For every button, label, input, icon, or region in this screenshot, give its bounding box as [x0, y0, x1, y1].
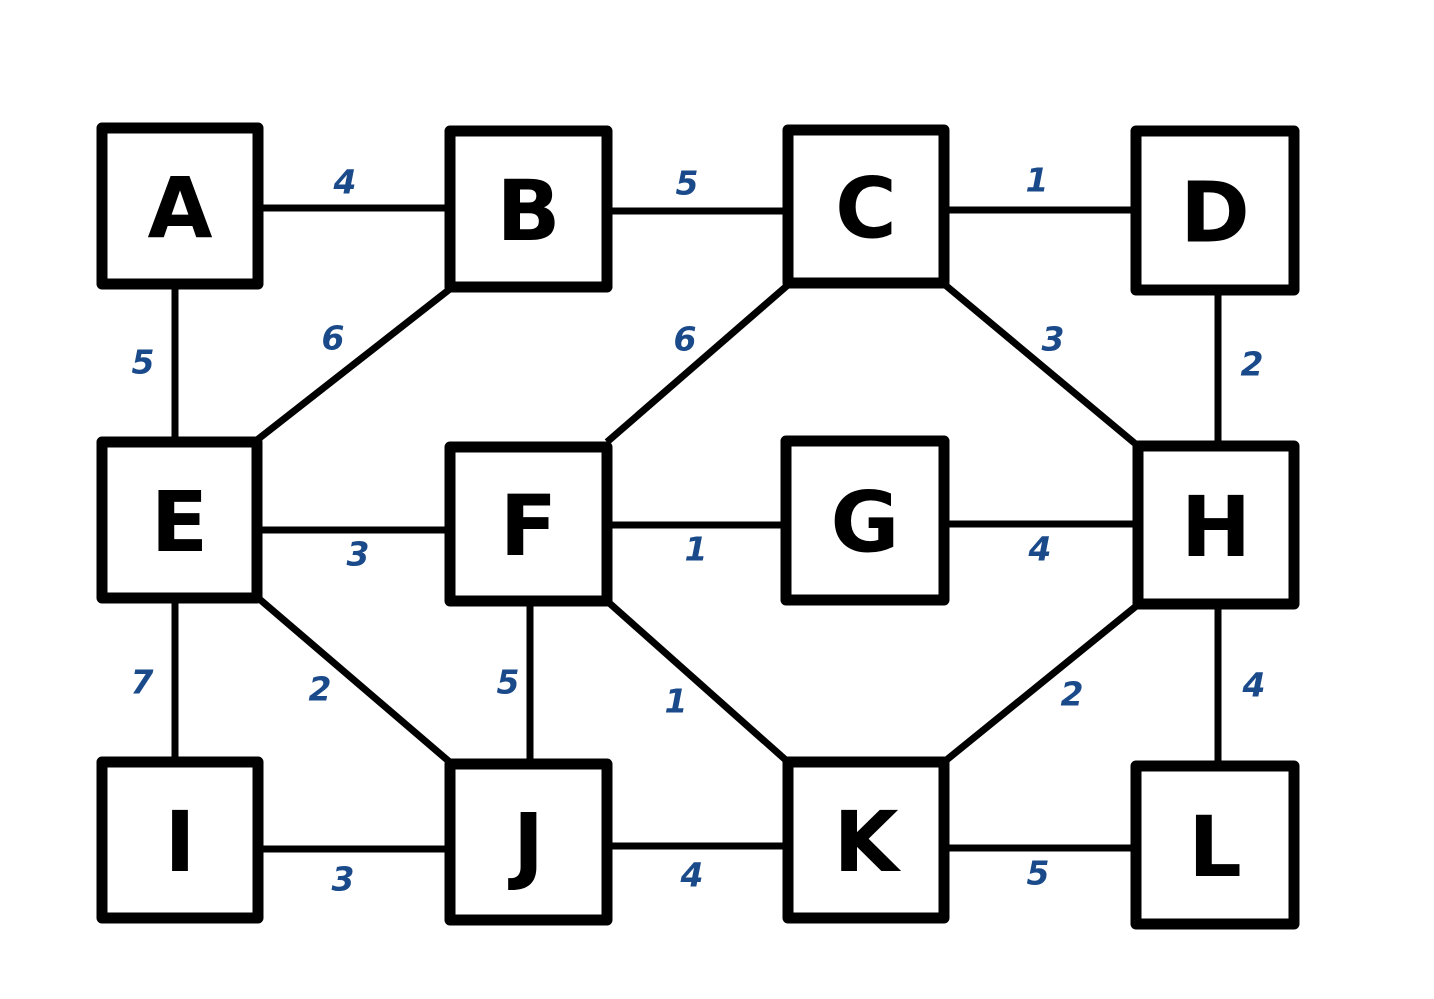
edge-weight-f-j: 5	[497, 663, 520, 702]
node-box-e	[96, 436, 263, 604]
node-label-d: D	[1180, 164, 1250, 262]
node-e: E	[96, 436, 263, 604]
node-label-l: L	[1188, 798, 1242, 896]
node-box-d	[1130, 125, 1300, 296]
node-j: J	[444, 758, 613, 926]
node-l: L	[1130, 760, 1300, 930]
edge-weight-f-k: 1	[665, 682, 688, 721]
edge-c-f	[604, 281, 792, 445]
node-box-b	[444, 125, 613, 293]
node-box-j	[444, 758, 613, 926]
node-i: I	[96, 756, 264, 924]
edge-weight-b-e: 6	[322, 319, 345, 358]
edge-e-j	[254, 594, 455, 767]
weights-layer: 4 5 1 5 6 6 3 2 3 1 4 7 2 5 1 2 4 3 4 5	[131, 161, 1266, 899]
node-box-h	[1132, 440, 1300, 610]
node-label-e: E	[151, 473, 208, 571]
node-f: F	[444, 441, 613, 607]
edge-weight-g-h: 4	[1028, 530, 1052, 569]
edge-weight-b-c: 5	[676, 164, 699, 203]
edge-weight-f-g: 1	[685, 530, 708, 569]
edge-weight-e-i: 7	[131, 663, 154, 702]
node-box-c	[782, 124, 950, 289]
node-label-f: F	[500, 477, 557, 575]
node-box-g	[780, 435, 950, 606]
node-label-c: C	[835, 160, 897, 258]
node-label-g: G	[831, 474, 900, 572]
node-k: K	[782, 756, 950, 924]
node-b: B	[444, 125, 613, 293]
node-box-k	[782, 756, 950, 924]
edge-weight-j-k: 4	[680, 856, 704, 895]
node-box-a	[96, 122, 264, 290]
node-box-i	[96, 756, 264, 924]
node-box-l	[1130, 760, 1300, 930]
edge-c-h	[941, 281, 1141, 449]
edge-weight-a-b: 4	[333, 163, 357, 202]
node-label-b: B	[496, 162, 560, 260]
edge-weight-i-j: 3	[332, 860, 355, 899]
edge-weight-e-j: 2	[309, 670, 332, 709]
node-box-f	[444, 441, 613, 607]
edge-weight-d-h: 2	[1241, 345, 1264, 384]
node-h: H	[1132, 440, 1300, 610]
edge-weight-h-l: 4	[1242, 666, 1266, 705]
nodes-layer: A B C D E F G H I J K L	[96, 122, 1300, 930]
edge-h-k	[941, 600, 1143, 765]
edge-weight-e-f: 3	[347, 535, 370, 574]
edges-layer	[171, 204, 1222, 853]
node-d: D	[1130, 125, 1300, 296]
edge-weight-c-h: 3	[1042, 320, 1065, 359]
node-c: C	[782, 124, 950, 289]
node-label-j: J	[508, 795, 544, 893]
node-a: A	[96, 122, 264, 290]
edge-weight-c-f: 6	[674, 320, 697, 359]
edge-f-k	[604, 598, 791, 765]
node-label-h: H	[1181, 478, 1251, 576]
edge-weight-c-d: 1	[1026, 161, 1049, 200]
node-label-k: K	[833, 793, 901, 891]
edge-weight-k-l: 5	[1027, 854, 1050, 893]
node-g: G	[780, 435, 950, 606]
edge-b-e	[254, 282, 458, 443]
edge-weight-h-k: 2	[1061, 675, 1084, 714]
node-label-a: A	[147, 159, 212, 257]
edge-weight-a-e: 5	[132, 343, 155, 382]
node-label-i: I	[164, 793, 195, 891]
